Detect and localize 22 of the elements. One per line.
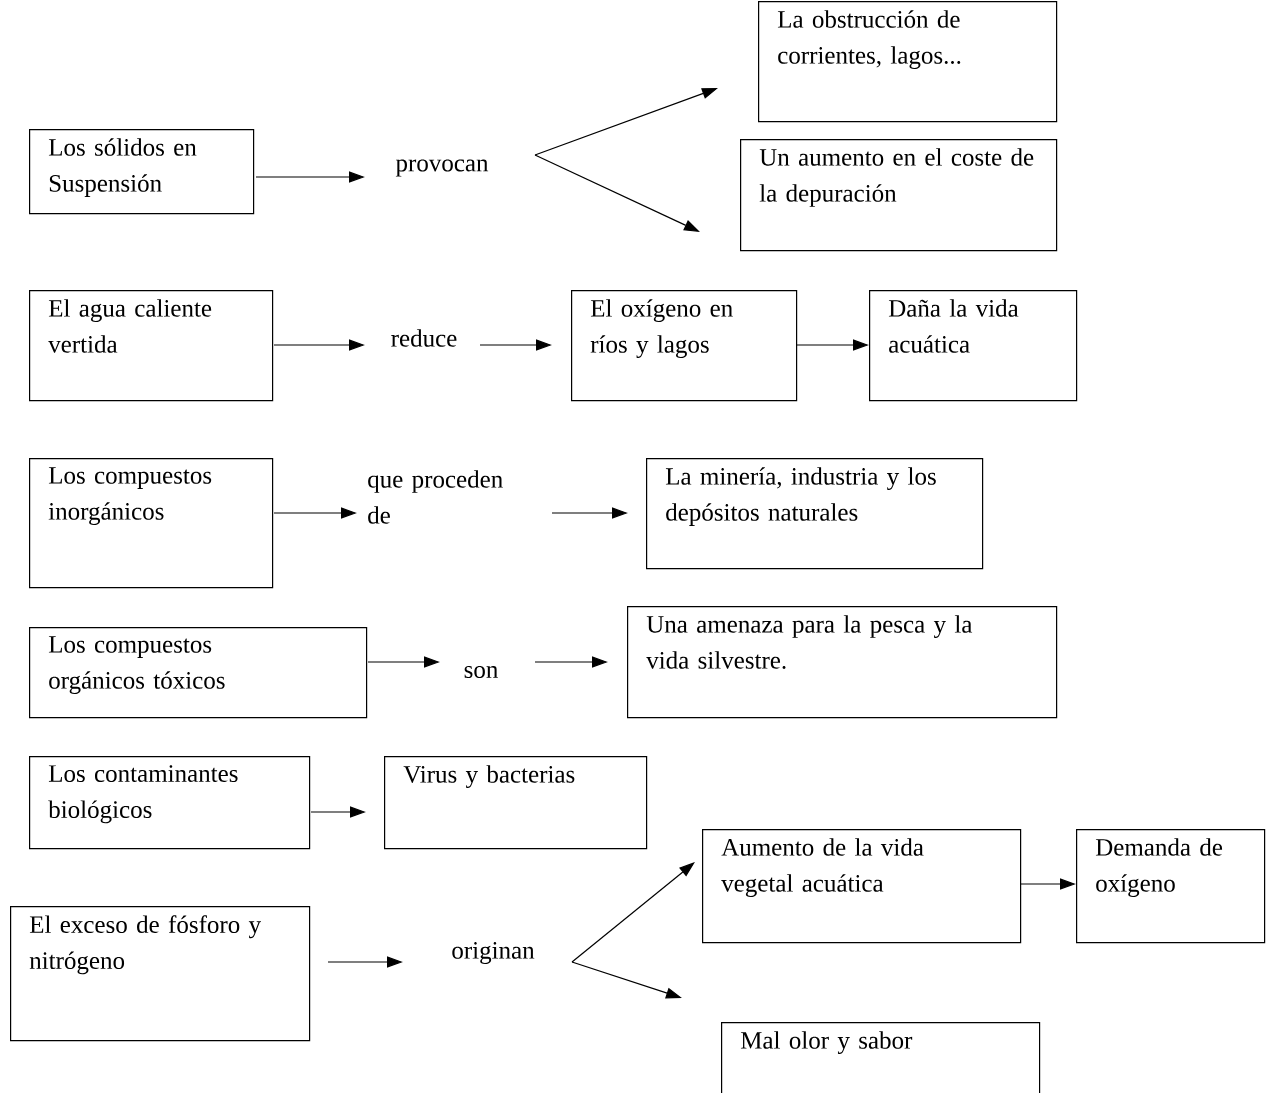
text-box: La minería, industria y los depósitos naturales xyxy=(646,458,984,570)
text-box: Mal olor y sabor xyxy=(721,1022,1041,1093)
text-box: Una amenaza para la pesca y la vida silvestre. xyxy=(627,606,1058,719)
text-box: Los sólidos en Suspensión xyxy=(29,129,255,215)
text-box: Los contaminantes biológicos xyxy=(29,756,311,850)
linking-word: originan xyxy=(452,942,535,964)
arrow xyxy=(571,862,695,963)
linking-word: son xyxy=(464,666,498,679)
text-box: Demanda de oxígeno xyxy=(1076,829,1266,944)
text-box: Un aumento en el coste de la depuración xyxy=(740,139,1058,252)
text-box: Virus y bacterias xyxy=(384,756,648,850)
text-box: El oxígeno en ríos y lagos xyxy=(571,290,798,402)
text-box: La obstrucción de corrientes, lagos... xyxy=(758,1,1058,123)
text-box: Los compuestos orgánicos tóxicos xyxy=(29,627,368,719)
linking-word: provocan xyxy=(395,159,489,177)
text-box: Aumento de la vida vegetal acuática xyxy=(702,829,1022,944)
text-box: El exceso de fósforo y nitrógeno xyxy=(10,906,311,1042)
text-box: Los compuestos inorgánicos xyxy=(29,458,274,589)
linking-word: que proceden de xyxy=(368,470,503,524)
text-box: Daña la vida acuática xyxy=(869,290,1078,402)
text-box: El agua caliente vertida xyxy=(29,290,274,402)
linking-word: reduce xyxy=(391,329,457,347)
